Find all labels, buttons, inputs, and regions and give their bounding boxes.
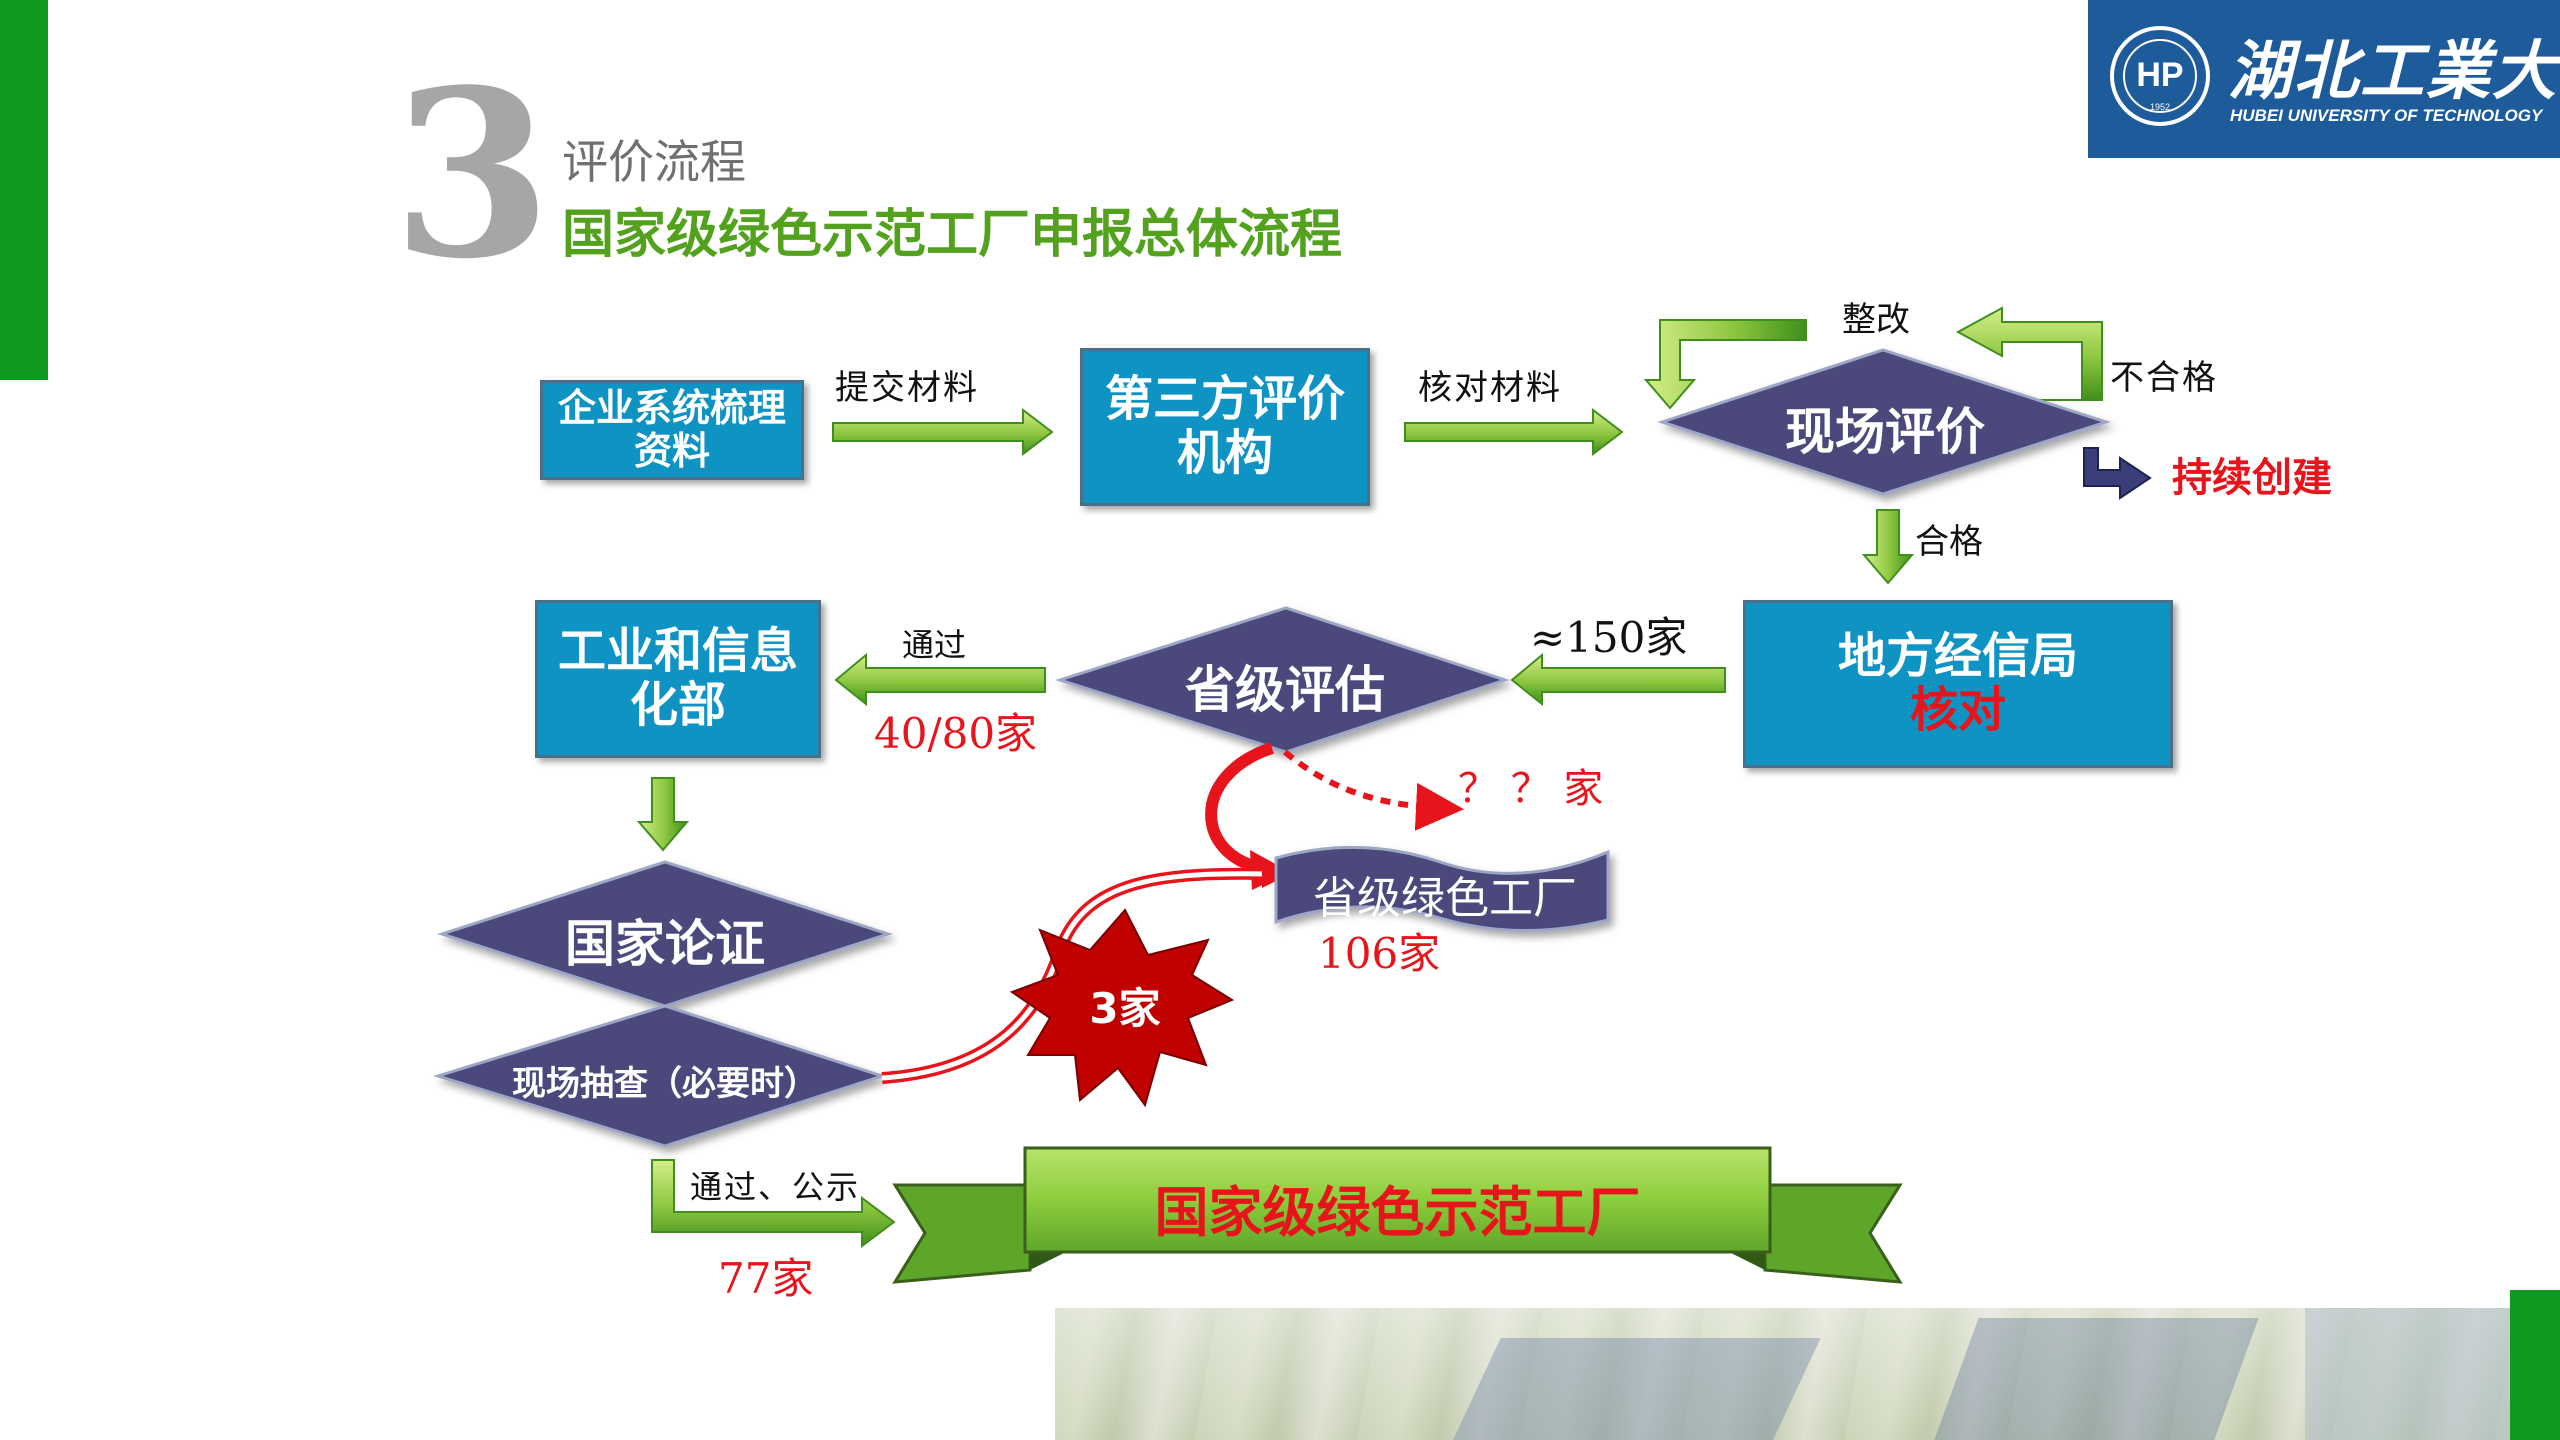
provincial-eval-diamond [1055, 606, 1510, 754]
right-accent-bar [2510, 1290, 2560, 1440]
arrow-submit [832, 407, 1054, 457]
logo-name-en: HUBEI UNIVERSITY OF TECHNOLOGY [2230, 106, 2543, 125]
aerial-photo [1055, 1308, 2510, 1440]
svg-text:HP: HP [2136, 56, 2183, 94]
arrow-rectify-left [1643, 319, 1807, 410]
edge-unqualified-label: 不合格 [2110, 358, 2218, 398]
national-review-label: 国家论证 [565, 914, 765, 973]
node-enterprise: 企业系统梳理资料 [540, 380, 804, 480]
provincial-eval-label: 省级评估 [1185, 660, 1385, 719]
arrow-publicize [651, 1159, 896, 1248]
arrow-verify [1404, 407, 1624, 457]
edge-national-count: 77家 [718, 1254, 814, 1303]
burst-label: 3家 [1089, 984, 1161, 1033]
provincial-green-banner [1274, 845, 1610, 932]
university-logo: HP 1952 湖北工業大學 HUBEI UNIVERSITY OF TECHN… [2088, 0, 2560, 158]
node-miit: 工业和信息化部 [535, 600, 821, 758]
left-accent-bar [0, 0, 48, 380]
arrow-continue [2083, 447, 2152, 500]
edge-publicize-label: 通过、公示 [690, 1168, 861, 1206]
arrow-provincial-to-green [1205, 742, 1274, 874]
provincial-green-label: 省级绿色工厂 [1313, 873, 1577, 924]
arrow-provincial-to-miit [834, 652, 1046, 707]
spot-check-label: 现场抽查（必要时） [512, 1064, 818, 1104]
arrow-miit-to-national [636, 777, 690, 852]
national-green-label: 国家级绿色示范工厂 [1154, 1180, 1641, 1244]
edge-submit-label: 提交材料 [835, 368, 979, 408]
arrow-bureau-to-provincial [1510, 652, 1726, 707]
edge-verify-label: 核对材料 [1418, 368, 1562, 408]
arrow-unknown-dotted [1283, 749, 1464, 831]
national-review-diamond [437, 860, 893, 1008]
node-third-party: 第三方评价机构 [1080, 348, 1370, 506]
continue-build-label: 持续创建 [2172, 455, 2332, 501]
arrow-qualified [1861, 509, 1915, 585]
burst-star [1009, 908, 1235, 1108]
page-title: 国家级绿色示范工厂申报总体流程 [562, 204, 1343, 265]
site-eval-diamond [1657, 348, 2111, 496]
edge-approx-label: ≈150家 [1530, 613, 1688, 662]
national-ribbon [892, 1146, 1903, 1284]
edge-pass-label: 通过 [902, 626, 967, 664]
node-local-bureau: 地方经信局 核对 [1743, 600, 2173, 768]
emblem-year: 1952 [2150, 102, 2170, 112]
site-eval-label: 现场评价 [1785, 402, 1985, 461]
edge-rectify-label: 整改 [1842, 300, 1910, 340]
edge-unknown-label: ？ ？ 家 [1458, 766, 1604, 812]
edge-provincial-count: 106家 [1318, 929, 1441, 978]
logo-name-cn: 湖北工業大學 [2228, 35, 2560, 109]
arrow-unqualified [1955, 306, 2103, 401]
edge-pass-count: 40/80家 [874, 709, 1038, 758]
edge-qualified-label: 合格 [1915, 522, 1983, 562]
university-emblem-icon: HP 1952 [2110, 26, 2210, 126]
section-subtitle: 评价流程 [562, 135, 746, 189]
local-bureau-check: 核对 [1909, 682, 2006, 738]
section-number: 3 [392, 40, 553, 310]
local-bureau-label: 地方经信局 [1837, 628, 2078, 685]
